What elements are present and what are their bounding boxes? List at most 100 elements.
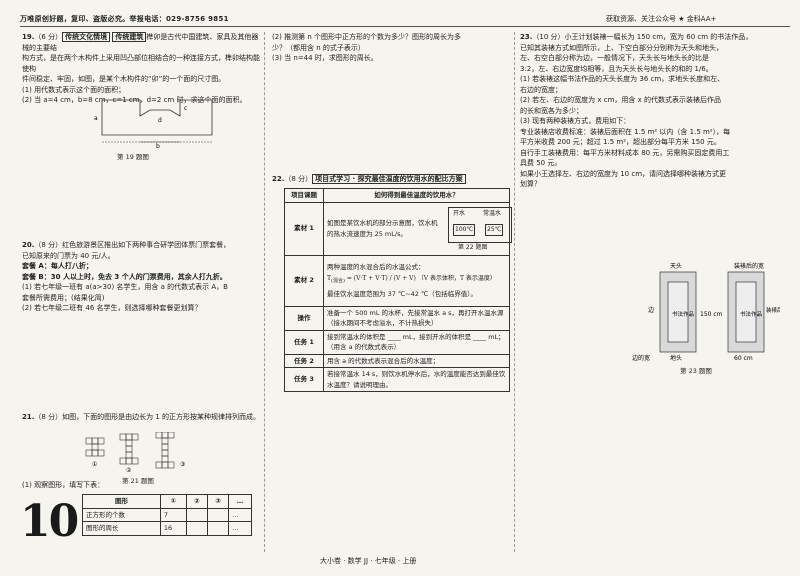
mortise-figure: b a c d <box>94 99 213 150</box>
project-tag: 项目式学习 · 探究最佳温度的饮用水的配比方案 <box>312 174 466 184</box>
table-cell <box>206 507 230 522</box>
table-row: 素材 2 两种温度的水混合后的水温公式： T(混合) = (V·T + V·T)… <box>284 254 510 307</box>
table-row: 操作 准备一个 500 mL 的水杯，先接常温水 a s，再打开水温水源（接水期… <box>284 305 510 331</box>
material-text: 两种温度的水混合后的水温公式： <box>327 262 425 271</box>
table-cell: 素材 1 <box>284 201 324 256</box>
pricing-text: 具费 50 元。 <box>520 159 562 167</box>
question-number: 19. <box>22 33 35 41</box>
table-cell: 如图是某饮水机的部分示意图，饮水机的热水流速度为 25 mL/s。 开水 常温水… <box>323 201 512 256</box>
question-score: （6 分） <box>34 33 63 41</box>
table-cell: 操作 <box>284 305 324 331</box>
after-width-label: 装裱后的宽 <box>734 262 764 270</box>
header-right: 获取资源、关注公众号 ★ 金科AA+ <box>606 15 717 23</box>
sub-question: (2) 若七年级二班有 46 名学生，则选择哪种套餐更划算？ <box>22 304 202 312</box>
table-cell <box>185 521 208 536</box>
question-text: 3:2，左、右边宽度均相等，且为天头长与地头长的和的 1/6。 <box>520 64 713 73</box>
work-label: 书法作品 <box>740 310 763 318</box>
mounting-figure: 天头 地头 边 书法作品 150 cm 书法作品 装裱后的宽 装裱后的长 60 … <box>632 262 780 362</box>
question-number: 22. <box>272 175 285 183</box>
question-text: 榫卯是古代中国建筑、家具及其他器械的主要结 <box>22 33 259 52</box>
mixing-formula: T(混合) = (V·T + V·T) / (V + V) （V 表示体积，T … <box>327 275 496 285</box>
table-row: 任务 1 接到常温水的体积是 ____ mL，接到开水的体积是 ____ mL；… <box>284 329 510 355</box>
table-cell: 任务 1 <box>284 329 324 355</box>
cold-water-label: 常温水 <box>483 209 502 217</box>
table-cell: 如何得到最佳温度的饮用水？ <box>323 188 510 203</box>
table-header: ② <box>185 494 208 509</box>
figure-mark: ③ <box>180 461 185 468</box>
table-header: ① <box>159 494 187 509</box>
question-score: （8 分） <box>34 241 63 249</box>
sub-question: (1) 若七年级一班有 a(a>30) 名学生，用含 a 的代数式表示 A，B <box>22 283 228 291</box>
dispenser-figure: 开水 常温水 100℃ 25℃ <box>448 206 512 243</box>
table-cell: 正方形的个数 <box>82 507 161 522</box>
material-text: 如图是某饮水机的部分示意图，饮水机的热水流速度为 25 mL/s。 <box>327 219 438 238</box>
topic-tag: 传统建筑 <box>112 32 147 42</box>
column-divider <box>264 32 265 552</box>
footer: 大小卷 · 数学 JJ · 七年级 · 上册 <box>320 557 417 565</box>
question-21: 21.（8 分）如图，下面的图形是由边长为 1 的正方形按某种规律排列而成。 <box>22 412 260 423</box>
figure-mark: ① <box>92 461 97 468</box>
table-cell: 任务 2 <box>284 353 324 368</box>
header-rule <box>20 26 790 27</box>
question-text: 红色旅游景区推出如下两种事合研学团体票门票套餐， <box>62 241 231 249</box>
project-table: 项目课题 如何得到最佳温度的饮用水？ 素材 1 如图是某饮水机的部分示意图，饮水… <box>284 188 512 392</box>
sub-question: 少？（都用含 n 的式子表示） <box>272 43 365 52</box>
question-text: 件间稳定、牢固，如图，是某个木构件的“卯”的一个面的尺寸图。 <box>22 75 226 83</box>
table-cell <box>206 521 230 536</box>
label-c: c <box>184 105 187 112</box>
question-number: 21. <box>22 413 35 421</box>
hot-temp: 100℃ <box>453 223 476 236</box>
question-score: （8 分） <box>34 413 63 421</box>
column-divider <box>514 32 515 552</box>
height-label: 150 cm <box>700 311 723 318</box>
package-b: 套餐 B：30 人以上时，免去 3 个人的门票费用，其余人打九折。 <box>22 272 227 281</box>
table-cell: 7 <box>159 507 187 522</box>
top-label: 天头 <box>670 262 682 270</box>
label-a: a <box>94 115 98 122</box>
figure-mark: ② <box>126 467 132 472</box>
table-cell: … <box>228 507 252 522</box>
after-length-label: 装裱后的长 <box>766 306 780 314</box>
sub-question: 如果小王选择左、右边的宽度为 10 cm，请问选择哪种装裱方式更 <box>520 169 727 178</box>
table-cell: 准备一个 500 mL 的水杯，先接常温水 a s，再打开水温水源（接水期间不考… <box>323 305 510 331</box>
table-cell: 任务 3 <box>284 367 324 392</box>
question-text: 小王计划装裱一幅长为 150 cm，宽为 60 cm 的书法作品， <box>564 33 753 41</box>
label-d: d <box>158 117 162 124</box>
figure-caption: 第 21 题图 <box>122 477 154 485</box>
side-label: 边 <box>648 306 654 314</box>
table-cell: 两种温度的水混合后的水温公式： T(混合) = (V·T + V·T) / (V… <box>323 254 510 307</box>
sub-question: (1) 若装裱这幅书法作品的天头长度为 36 cm，求地头长度和左、 <box>520 75 725 83</box>
square-pattern-figure: ① ② ③ <box>85 432 185 472</box>
table-cell: 项目课题 <box>284 188 324 203</box>
pricing-text: 平方米收费 200 元；超过 1.5 m²，超出部分每平方米 150 元。 <box>520 138 721 146</box>
work-label: 书法作品 <box>672 310 695 318</box>
sub-question: (2) 推测第 n 个图形中正方形的个数为多少？图形的周长为多 <box>272 33 462 41</box>
table-cell: 素材 2 <box>284 254 324 307</box>
material-text: 最佳饮水温度范围为 37 ℃~42 ℃（包括临界值）。 <box>327 289 478 298</box>
table-cell <box>185 507 208 522</box>
table-row: 任务 2 用含 a 的代数式表示混合后的水温度； <box>284 353 510 368</box>
table-cell: … <box>228 521 252 536</box>
table-row: 素材 1 如图是某饮水机的部分示意图，饮水机的热水流速度为 25 mL/s。 开… <box>284 201 512 256</box>
bottom-label: 地头 <box>670 354 682 362</box>
question-score: （8 分） <box>284 175 313 183</box>
table-cell: 图形的周长 <box>82 521 161 536</box>
question-23: 23.（10 分）小王计划装裱一幅长为 150 cm，宽为 60 cm 的书法作… <box>520 32 786 190</box>
header-left: 万唯原创好题，复印、盗版必究。举报电话：029-8756 9851 <box>20 15 229 23</box>
sub-question: (3) 当 n=44 时，求图形的周长。 <box>272 54 378 62</box>
sub-question: (2) 若左、右边的宽度为 x cm，用含 x 的代数式表示装裱后作品 <box>520 96 721 104</box>
question-text: 已知原来的门票为 40 元/人。 <box>22 251 115 260</box>
question-text: 如图，下面的图形是由边长为 1 的正方形按某种规律排列而成。 <box>62 413 260 421</box>
table-header: ③ <box>206 494 230 509</box>
table-row: 项目课题 如何得到最佳温度的饮用水？ <box>284 188 510 203</box>
sub-question: 的长和宽各为多少； <box>520 106 583 115</box>
question-score: （10 分） <box>532 33 565 41</box>
table-row: 任务 3 若接常温水 14 s，则饮水机停水后，水的温度能否达到最佳饮水温度？请… <box>284 367 510 392</box>
sub-question: (3) 现有两种装裱方式，费用如下： <box>520 117 631 125</box>
question-text: 已知其装裱方式如图所示，上、下空白部分分别称为天头和地头， <box>520 43 723 52</box>
sub-question: (1) 用代数式表示这个面的面积； <box>22 85 126 94</box>
question-number: 23. <box>520 33 533 41</box>
table-row: 图形 ① ② ③ … <box>82 494 252 509</box>
side-width-label: 边的宽 <box>632 354 650 362</box>
